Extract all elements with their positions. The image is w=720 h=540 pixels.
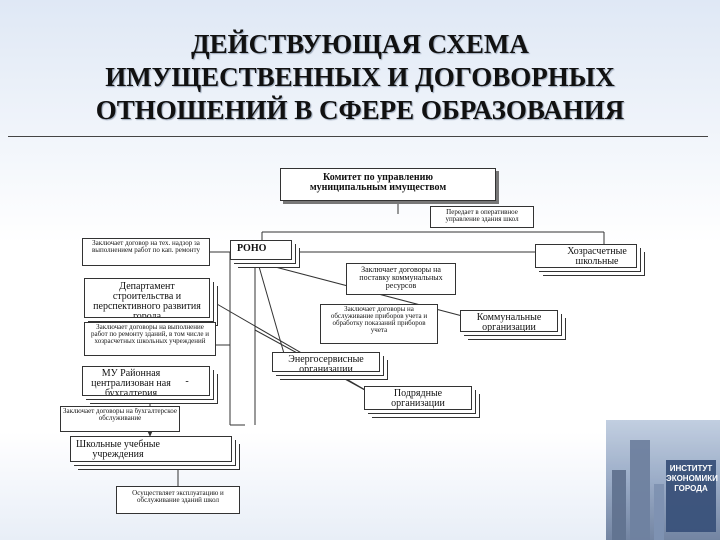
schools-box: Школьные учебные учреждения: [70, 436, 232, 462]
communal-box: Коммунальные организации: [460, 310, 558, 332]
accounting-note: [60, 406, 180, 432]
energy-service-label: Энергосервисные организации: [288, 354, 364, 372]
title-line-3: ОТНОШЕНИЙ В СФЕРЕ ОБРАЗОВАНИЯ: [95, 95, 625, 125]
connector-line: [257, 262, 286, 358]
rono-label: РОНО: [237, 243, 267, 254]
title-line-1: ДЕЙСТВУЮЩАЯ СХЕМА: [191, 29, 529, 59]
transfer-note-text: Передает в оперативное управление здания…: [445, 209, 519, 223]
energy-service-box: Энергосервисные организации: [272, 352, 380, 372]
title-line-2: ИМУЩЕСТВЕННЫХ И ДОГОВОРНЫХ: [105, 62, 615, 92]
self-financed-box: Хозрасчетные школьные учреждения: [535, 244, 637, 268]
transfer-note: [430, 206, 534, 228]
institute-logo: ИНСТИТУТ ЭКОНОМИКИ ГОРОДА: [666, 460, 718, 532]
tech-supervision-text: Заключает договор на тех. надзор за выпо…: [92, 240, 200, 254]
building-tower: [612, 470, 626, 540]
accounting-box: МУ Районная централизован ная бухгалтери…: [82, 366, 210, 396]
self-financed-label: Хозрасчетные школьные учреждения: [567, 246, 627, 268]
utilities-note-text: Заключает договоры на поставку коммуналь…: [359, 266, 443, 290]
title-divider: [8, 136, 708, 137]
metering-note: [320, 304, 438, 344]
rono-box: РОНО: [230, 240, 292, 260]
committee-label: Комитет по управлению муниципальным имущ…: [309, 172, 447, 193]
connector-line: [209, 299, 375, 396]
building-tower: [654, 484, 664, 540]
committee-box: Комитет по управлению муниципальным имущ…: [280, 168, 496, 201]
repair-note-text: Заключает договоры на выполнение работ п…: [91, 324, 209, 345]
contractors-label: Подрядные организации: [391, 388, 445, 409]
operation-note-text: Осуществляет эксплуатацию и обслуживание…: [132, 490, 224, 504]
department-box: Департамент строительства и перспективно…: [84, 278, 210, 318]
schools-label: Школьные учебные учреждения: [76, 439, 160, 460]
utilities-note: [346, 263, 456, 295]
accounting-label: МУ Районная централизован ная бухгалтери…: [91, 368, 171, 396]
operation-note: [116, 486, 240, 514]
repair-note: [84, 322, 216, 356]
metering-note-text: Заключает договоры на обслуживание прибо…: [330, 306, 428, 334]
slide-title: ДЕЙСТВУЮЩАЯ СХЕМА ИМУЩЕСТВЕННЫХ И ДОГОВО…: [40, 28, 680, 127]
department-label: Департамент строительства и перспективно…: [93, 281, 201, 318]
accounting-note-text: Заключает договоры на бухгалтерское обсл…: [63, 408, 177, 422]
tech-supervision-note: [82, 238, 210, 266]
contractors-box: Подрядные организации: [364, 386, 472, 410]
accounting-dash: -: [185, 376, 189, 387]
communal-label: Коммунальные организации: [476, 312, 542, 332]
building-image: ИНСТИТУТ ЭКОНОМИКИ ГОРОДА: [606, 420, 720, 540]
building-tower: [630, 440, 650, 540]
